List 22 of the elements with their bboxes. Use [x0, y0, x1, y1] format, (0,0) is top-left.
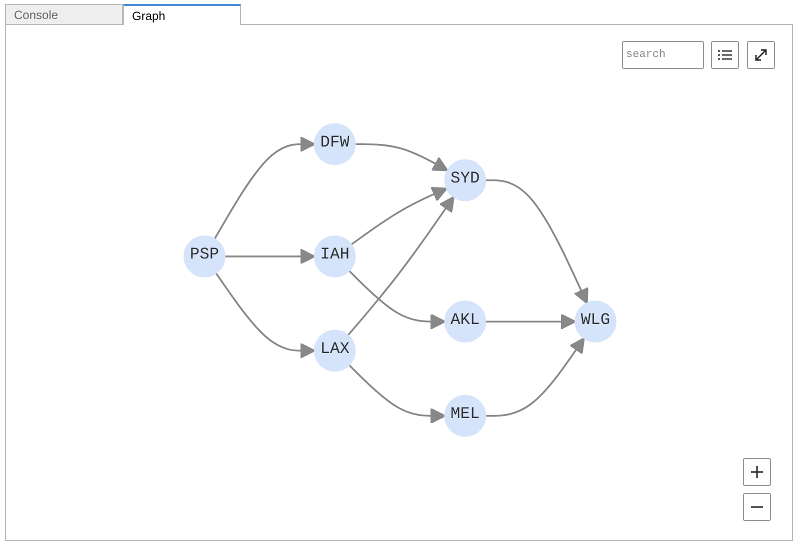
node-circle: LAX — [314, 330, 356, 372]
node-circle: AKL — [444, 300, 486, 343]
node-circle: WLG — [574, 300, 616, 343]
arrow — [354, 143, 448, 172]
arrow — [348, 364, 446, 424]
active-tab: Graph — [123, 4, 241, 25]
arrow — [214, 136, 316, 240]
arrow — [485, 179, 588, 304]
arrow — [485, 337, 585, 417]
search-field: search — [622, 41, 704, 69]
arrow — [348, 270, 446, 330]
arrow — [350, 186, 448, 246]
node-circle: DFW — [314, 123, 356, 166]
node-circle: PSP — [184, 236, 226, 278]
arrow — [215, 272, 316, 359]
tab: Console — [5, 4, 123, 24]
arrow — [485, 314, 576, 330]
arrow — [224, 248, 316, 264]
node-circle: IAH — [314, 236, 356, 278]
arrow — [347, 196, 454, 336]
node-circle: MEL — [444, 394, 486, 437]
node-circle: SYD — [444, 159, 486, 202]
